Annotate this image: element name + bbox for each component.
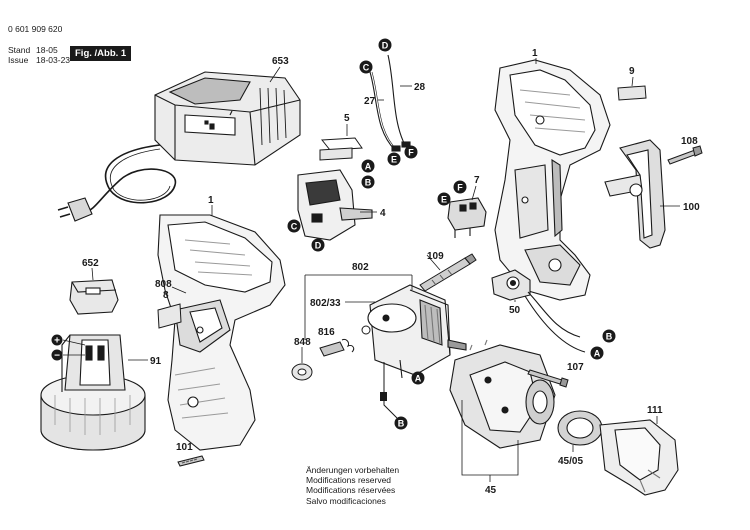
gearbox-45 — [449, 339, 556, 449]
label-5: 5 — [344, 113, 350, 124]
label-7: 7 — [474, 175, 480, 186]
charger-653 — [57, 71, 301, 222]
screw-101 — [177, 455, 205, 467]
label-107: 107 — [567, 362, 584, 373]
connector-markers: D C E F A B C D F E B A A B — [287, 38, 616, 430]
label-8: 8 — [163, 290, 169, 301]
belt-clip-100 — [604, 139, 666, 249]
motor-wire-terminal — [380, 392, 387, 401]
label-plate-9 — [617, 85, 647, 101]
label-4: 4 — [380, 208, 386, 219]
screw-108 — [667, 145, 703, 165]
label-45: 45 — [485, 485, 497, 496]
label-109: 109 — [427, 251, 444, 262]
label-100: 100 — [683, 202, 700, 213]
label-45-05: 45/05 — [558, 456, 583, 467]
label-101: 101 — [176, 442, 193, 453]
marker-f-connector: F — [457, 183, 463, 193]
label-plate-8 — [157, 303, 182, 329]
led-harness-50 — [491, 269, 586, 353]
stand-label: Stand — [8, 45, 31, 55]
switch-module-4 — [297, 169, 373, 241]
note-line-de: Änderungen vorbehalten — [306, 465, 400, 475]
marker-a-harness: A — [594, 349, 601, 359]
minus-terminal-label: − — [54, 351, 60, 362]
label-808: 808 — [155, 279, 172, 290]
label-50: 50 — [509, 305, 521, 316]
plus-terminal-label: + — [54, 336, 60, 347]
note-line-es: Salvo modificaciones — [306, 495, 386, 506]
label-91: 91 — [150, 356, 162, 367]
label-111: 111 — [647, 405, 663, 416]
marker-a-switch: A — [365, 162, 372, 172]
housing-half-right — [494, 59, 611, 301]
modification-note: Änderungen vorbehalten Modifications res… — [306, 465, 399, 506]
marker-d-switch: D — [315, 241, 322, 251]
screw-107 — [527, 369, 569, 388]
marker-a-motor: A — [415, 374, 422, 384]
label-848: 848 — [294, 337, 311, 348]
label-1-left: 1 — [208, 195, 214, 206]
marker-d-top: D — [382, 41, 389, 51]
switch-cap-5 — [319, 137, 363, 161]
figure-label: Fig. /Abb. 1 — [70, 46, 132, 61]
brush-cap-848 — [291, 363, 313, 381]
issue-label: Issue — [8, 55, 29, 65]
motor-wire — [383, 362, 398, 419]
marker-c-switch: C — [291, 222, 298, 232]
battery-cap-652 — [69, 279, 119, 315]
note-line-en: Modifications reserved — [306, 475, 392, 486]
brush-816 — [319, 325, 371, 357]
label-802-33: 802/33 — [310, 298, 341, 309]
bit-109 — [419, 253, 477, 292]
marker-b-motor: B — [398, 419, 405, 429]
battery-terminal-markers: + − — [51, 334, 86, 362]
leader-653 — [269, 66, 281, 83]
label-28: 28 — [414, 82, 426, 93]
issue-value: 18-03-23 — [36, 55, 71, 65]
housing-half-left — [157, 214, 286, 451]
marker-b-switch: B — [365, 178, 372, 188]
battery-91 — [40, 334, 146, 451]
label-802: 802 — [352, 262, 369, 273]
label-108: 108 — [681, 136, 698, 147]
marker-e-wire: E — [391, 155, 397, 165]
motor-802 — [367, 284, 467, 379]
label-653: 653 — [272, 56, 289, 67]
marker-c-top: C — [363, 63, 370, 73]
label-652: 652 — [82, 258, 99, 269]
label-816: 816 — [318, 327, 335, 338]
wires-27-28 — [369, 54, 411, 152]
marker-f-wire: F — [408, 148, 414, 158]
marker-b-harness: B — [606, 332, 613, 342]
ring-45-05 — [557, 410, 603, 446]
note-line-fr: Modifications réservées — [306, 485, 396, 496]
stand-value: 18-05 — [36, 45, 58, 55]
label-27: 27 — [364, 96, 376, 107]
label-1-right: 1 — [532, 48, 538, 59]
cover-111 — [599, 419, 679, 496]
marker-e-connector: E — [441, 195, 447, 205]
connector-7 — [447, 197, 487, 238]
document-number: 0 601 909 620 — [8, 24, 63, 34]
bracket-802 — [304, 274, 413, 340]
label-9: 9 — [629, 66, 635, 77]
